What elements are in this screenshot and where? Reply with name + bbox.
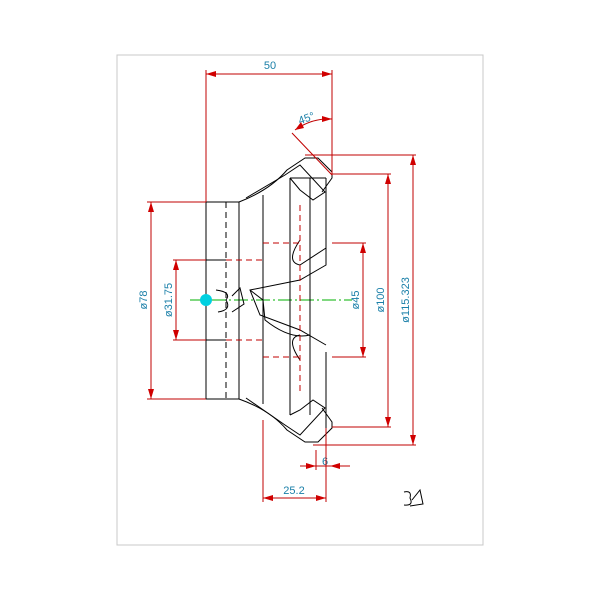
dim-label-body: ø100	[375, 287, 387, 312]
dim-tooth-width: 6	[300, 450, 350, 470]
dim-label-body-width: 25.2	[283, 485, 304, 497]
dim-bore-diameter: ø31.75	[163, 259, 206, 341]
dim-body-width: 25.2	[262, 420, 327, 502]
part-outline	[205, 157, 333, 443]
dim-outer-diameter: ø115.323	[305, 154, 416, 446]
dim-recess-diameter: ø45	[332, 242, 366, 358]
hidden-lines	[226, 205, 301, 395]
sheet-border	[116, 54, 484, 546]
dim-chamfer-angle: 45°	[291, 110, 333, 176]
dim-label-hub: ø78	[138, 291, 150, 310]
ucs-icon	[403, 488, 424, 507]
dim-body-diameter: ø100	[332, 173, 391, 428]
dim-label-length: 50	[264, 60, 276, 72]
dim-label-bore: ø31.75	[163, 283, 175, 317]
snap-point-icon	[200, 294, 212, 306]
dim-label-recess: ø45	[350, 291, 362, 310]
dim-label-outer: ø115.323	[400, 277, 412, 323]
dim-label-angle: 45°	[297, 110, 317, 127]
dim-label-tooth: 6	[322, 456, 328, 468]
dim-length-total: 50	[205, 60, 333, 202]
dim-hub-diameter: ø78	[138, 201, 206, 400]
